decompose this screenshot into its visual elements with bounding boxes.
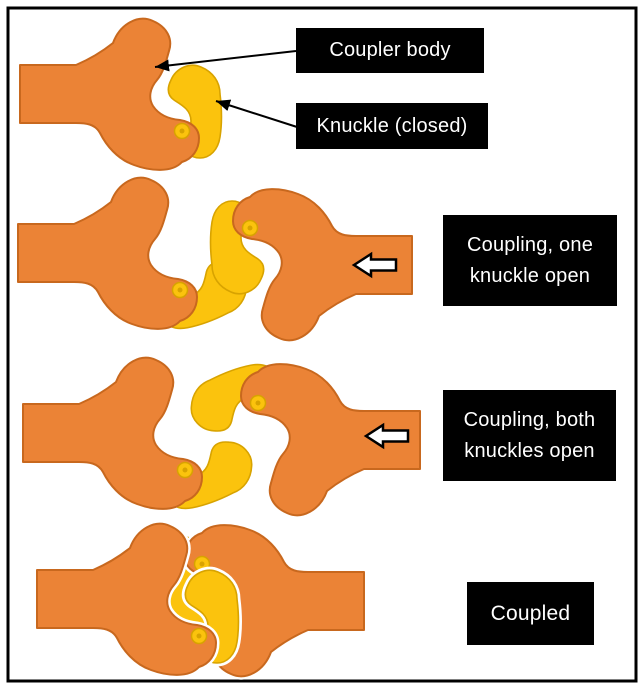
label-text: Coupled bbox=[490, 601, 571, 625]
diagram-border bbox=[6, 6, 638, 683]
coupler-row3-left-open bbox=[22, 356, 262, 518]
pivot-pin-dot bbox=[255, 400, 261, 406]
pivot-pin-dot bbox=[196, 633, 202, 639]
annotation-arrow-coupler-body bbox=[154, 50, 297, 72]
label-coupled: Coupled bbox=[467, 582, 594, 645]
coupler-row2-right-closed bbox=[209, 188, 413, 342]
label-coupling-one-knuckle-open: Coupling, one knuckle open bbox=[443, 215, 617, 306]
pivot-pin-dot bbox=[182, 467, 188, 473]
pivot-pin-dot bbox=[247, 225, 253, 231]
label-coupling-both-knuckles-open: Coupling, both knuckles open bbox=[443, 390, 616, 481]
label-text-line2: knuckles open bbox=[464, 439, 595, 462]
coupler-row1 bbox=[19, 17, 223, 171]
coupler-row4-left bbox=[37, 524, 239, 675]
label-knuckle-closed: Knuckle (closed) bbox=[296, 103, 488, 149]
label-text-line2: knuckle open bbox=[469, 264, 591, 287]
coupler-row3-right-open bbox=[181, 355, 421, 517]
pivot-pin-dot bbox=[179, 128, 185, 134]
pivot-pin-dot bbox=[199, 561, 205, 567]
pivot-pin-dot bbox=[177, 287, 183, 293]
label-text-line1: Coupling, both bbox=[463, 408, 596, 431]
label-coupler-body: Coupler body bbox=[296, 28, 484, 73]
coupler-body-shape bbox=[17, 176, 198, 330]
coupler-row2-left-open bbox=[17, 176, 257, 338]
label-text-line1: Coupling, one bbox=[466, 233, 594, 256]
label-text: Coupler body bbox=[329, 39, 451, 61]
annotation-arrow-knuckle bbox=[215, 99, 298, 128]
coupler-body-shape bbox=[22, 356, 203, 510]
label-text: Knuckle (closed) bbox=[316, 114, 468, 137]
